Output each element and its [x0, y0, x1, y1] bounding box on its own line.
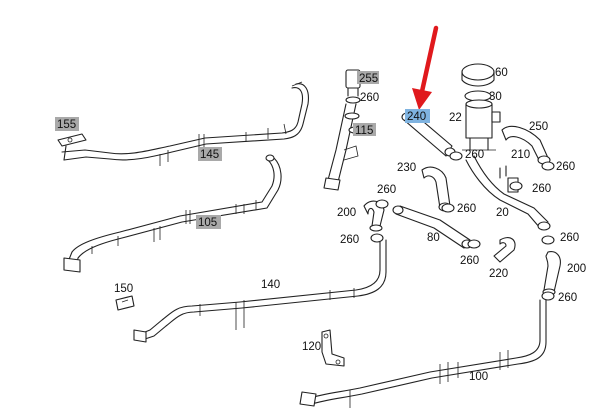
label-230: 230: [397, 162, 416, 174]
highlight-145: [198, 147, 222, 161]
label-260: 260: [360, 92, 379, 104]
label-100: 100: [469, 371, 488, 383]
label-260: 260: [465, 149, 484, 161]
label-22: 22: [449, 112, 462, 124]
label-145: 145: [200, 149, 219, 161]
pipe-100: [299, 299, 547, 408]
label-150: 150: [114, 283, 133, 295]
pipe-140: [133, 239, 387, 343]
label-255: 255: [359, 73, 378, 85]
label-200: 200: [337, 207, 356, 219]
label-220: 220: [489, 268, 508, 280]
label-260: 260: [460, 255, 479, 267]
label-200: 200: [567, 263, 586, 275]
part-labels: 60 30 22 250 255 260 240 115 155 145 230…: [55, 67, 586, 383]
label-260: 260: [457, 203, 476, 215]
red-arrow-icon: [412, 25, 439, 110]
label-80: 80: [427, 232, 440, 244]
label-60: 60: [495, 67, 508, 79]
label-260: 260: [532, 183, 551, 195]
clamps-260: [348, 126, 555, 301]
highlight-115: [353, 123, 376, 136]
expansion-tank: [461, 63, 501, 151]
label-155: 155: [57, 119, 76, 131]
label-260: 260: [340, 234, 359, 246]
highlight-155: [55, 117, 79, 131]
label-105: 105: [198, 217, 217, 229]
pipe-115: [323, 69, 361, 191]
hose-80: [392, 205, 473, 249]
pipe-105: [63, 154, 282, 273]
label-260: 260: [556, 161, 575, 173]
highlight-255: [357, 71, 379, 84]
part-120: [321, 329, 345, 367]
hose-220: [493, 237, 516, 263]
label-260: 260: [558, 292, 577, 304]
label-260: 260: [560, 232, 579, 244]
label-120: 120: [302, 341, 321, 353]
label-250: 250: [529, 121, 548, 133]
label-140: 140: [261, 279, 280, 291]
part-155: [57, 133, 87, 161]
part-150: [115, 295, 135, 311]
label-240: 240: [407, 111, 426, 123]
hose-200-right: [542, 251, 561, 296]
label-115: 115: [355, 125, 373, 137]
highlight-105: [196, 215, 221, 229]
label-260: 260: [377, 184, 396, 196]
label-20: 20: [496, 207, 509, 219]
highlight-240: [405, 109, 430, 123]
label-210: 210: [511, 149, 530, 161]
pipe-145: [61, 81, 309, 166]
label-30: 30: [489, 91, 502, 103]
